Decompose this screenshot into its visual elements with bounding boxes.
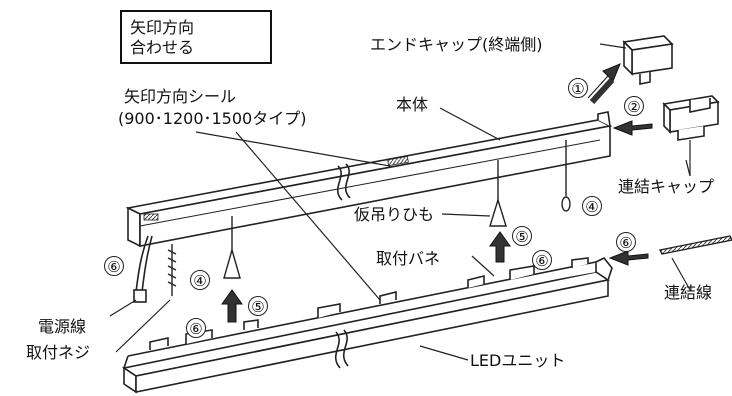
led-unit-drawing (121, 256, 613, 394)
step-6-wire: ⑥ (104, 256, 124, 276)
power-wire-drawing (133, 235, 153, 303)
arrow-step2 (612, 120, 653, 136)
label-joint-cap: 連結キャップ (618, 177, 715, 196)
label-end-cap: エンドキャップ(終端側) (370, 35, 543, 54)
step-6-led-right: ⑥ (532, 250, 552, 270)
label-joint-wire: 連結線 (664, 283, 713, 302)
label-main-body: 本体 (396, 95, 429, 114)
arrow-direction-box: 矢印方向 合わせる (120, 10, 272, 64)
temp-string-drawing (223, 160, 507, 279)
label-power-wire: 電源線 (38, 317, 87, 336)
arrow-step1 (587, 63, 621, 105)
label-temp-string: 仮吊りひも (354, 205, 435, 224)
label-mount-screw: 取付ネジ (26, 343, 91, 362)
joint-wire-drawing (658, 235, 732, 255)
joint-cap-drawing (662, 95, 720, 141)
mount-screw-drawing (167, 140, 571, 296)
label-arrow-seal: 矢印方向シール (124, 87, 237, 106)
arrow-step6 (608, 250, 649, 266)
step-4-right: ④ (582, 196, 602, 216)
up-arrows (221, 231, 511, 323)
label-led-unit: LEDユニット (470, 351, 566, 370)
step-6-led-left: ⑥ (186, 318, 206, 338)
step-4-left: ④ (190, 270, 210, 290)
main-body-fixture (125, 111, 613, 248)
leader-lines (109, 43, 691, 361)
label-mount-spring: 取付バネ (376, 249, 441, 268)
step-6-joint-wire: ⑥ (616, 232, 636, 252)
step-5-left: ⑤ (248, 296, 268, 316)
arrow-box-line1: 矢印方向 (130, 18, 195, 37)
step-5-right: ⑤ (512, 226, 532, 246)
end-cap-drawing (622, 35, 674, 85)
arrow-box-line2: 合わせる (130, 38, 195, 57)
label-arrow-seal-types: (900･1200･1500タイプ) (118, 109, 307, 128)
step-1: ① (568, 78, 588, 98)
step-2: ② (624, 96, 644, 116)
